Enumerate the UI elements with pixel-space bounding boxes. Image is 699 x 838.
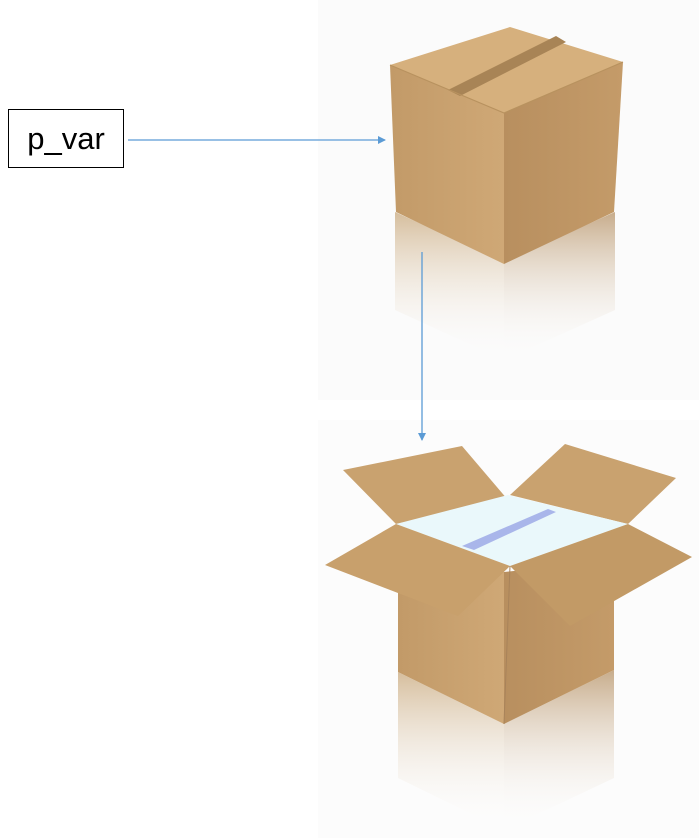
- closed-box-reflection-right: [504, 212, 615, 360]
- open-box-front-right-flap: [510, 524, 692, 626]
- closed-box-front-face: [390, 65, 504, 264]
- closed-box: [389, 27, 624, 360]
- pointer-variable-box: p_var: [8, 109, 124, 168]
- open-box: [325, 444, 692, 830]
- closed-box-side-face: [504, 62, 623, 264]
- open-box-back-left-flap: [343, 446, 508, 524]
- closed-box-reflection-left: [395, 212, 504, 360]
- pointer-variable-label: p_var: [27, 120, 105, 156]
- open-box-back-right-flap: [510, 444, 676, 524]
- open-box-reflection-right: [504, 670, 614, 830]
- open-box-contents-stripe: [462, 509, 556, 550]
- closed-box-edge: [389, 61, 624, 114]
- open-box-front-left-flap: [325, 524, 510, 616]
- closed-box-flap-seam: [448, 36, 566, 96]
- open-box-corner-edge: [503, 565, 511, 725]
- open-box-reflection-left: [398, 672, 504, 830]
